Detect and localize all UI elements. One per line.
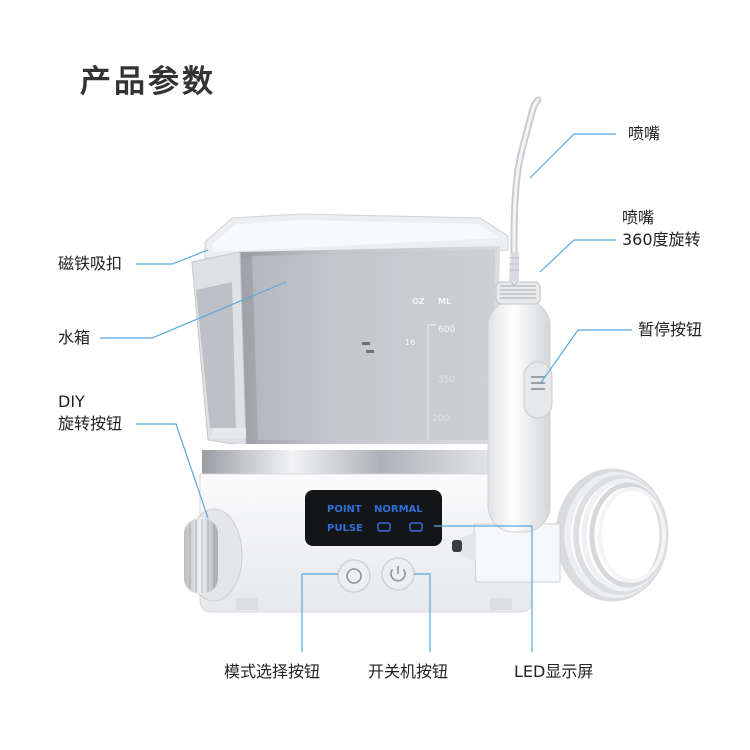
- label-nozzle-rotate-2: 360度旋转: [622, 230, 701, 249]
- lcd-pulse: PULSE: [327, 523, 363, 534]
- lcd-indicator-2: [409, 522, 423, 532]
- power-button[interactable]: [381, 557, 415, 591]
- nozzle: [509, 96, 542, 286]
- led-display: [305, 490, 442, 546]
- flosser-handle: [487, 281, 553, 533]
- label-diy-1: DIY: [58, 392, 85, 411]
- scale-200: 200: [432, 414, 449, 424]
- pause-button[interactable]: [523, 361, 553, 419]
- mode-circle-icon: [346, 568, 362, 584]
- label-magnetic: 磁铁吸扣: [58, 254, 123, 273]
- scale-600: 600: [438, 325, 455, 335]
- label-nozzle: 喷嘴: [628, 124, 661, 143]
- scale-350: 350: [438, 375, 455, 385]
- power-icon: [390, 566, 406, 582]
- nozzle-rotation-ring: [500, 285, 536, 299]
- water-tank: OZ ML 600 16 350 200: [191, 213, 509, 447]
- hose-coil: [555, 468, 669, 602]
- label-mode: 模式选择按钮: [224, 662, 321, 681]
- scale-16: 16: [405, 338, 415, 347]
- label-nozzle-rotate-1: 喷嘴: [622, 208, 655, 227]
- lcd-point: POINT: [327, 504, 362, 515]
- chrome-band: [202, 444, 500, 474]
- label-pause: 暂停按钮: [638, 320, 703, 339]
- label-led: LED显示屏: [514, 662, 594, 681]
- page-title: 产品参数: [80, 64, 216, 100]
- label-diy-2: 旋转按钮: [58, 414, 123, 433]
- scale-oz: OZ: [412, 297, 425, 306]
- label-power: 开关机按钮: [368, 662, 449, 681]
- scale-ml: ML: [438, 297, 451, 306]
- label-tank: 水箱: [58, 328, 91, 347]
- mode-button[interactable]: [337, 559, 371, 593]
- lcd-indicator-1: [377, 522, 391, 532]
- diy-rotary-knob[interactable]: [184, 508, 243, 602]
- lcd-normal: NORMAL: [374, 504, 423, 515]
